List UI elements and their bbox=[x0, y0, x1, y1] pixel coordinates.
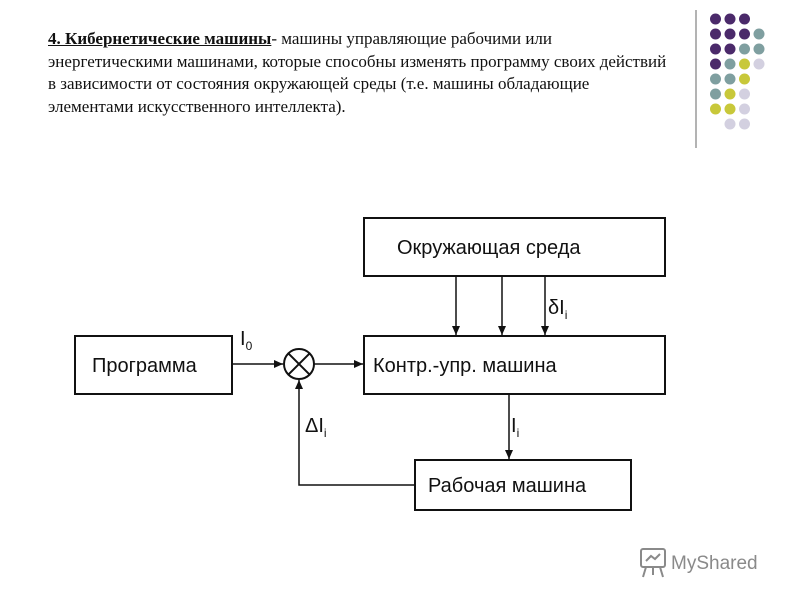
signal-di-label: δIi bbox=[548, 297, 567, 322]
slide-body: - машины управляющие рабочими или энерге… bbox=[48, 29, 667, 116]
decorative-dot bbox=[724, 103, 736, 115]
slide-heading: 4. Кибернетические машины bbox=[48, 29, 272, 48]
decorative-dot bbox=[739, 73, 750, 85]
watermark: MyShared bbox=[640, 548, 758, 578]
decorative-dot bbox=[724, 118, 736, 130]
decorative-dot bbox=[710, 103, 721, 115]
decorative-dot bbox=[724, 13, 736, 25]
decorative-dot bbox=[710, 28, 721, 40]
decorative-dot bbox=[753, 58, 765, 70]
decorative-dot bbox=[753, 28, 765, 40]
environment-box bbox=[363, 217, 666, 277]
signal-ii-label: Ii bbox=[511, 415, 519, 440]
decorative-dot bbox=[710, 73, 721, 85]
decorative-dot bbox=[739, 43, 750, 55]
decorative-dot bbox=[710, 43, 721, 55]
decorative-dot bbox=[739, 88, 750, 100]
slide-text: 4. Кибернетические машины- машины управл… bbox=[48, 28, 668, 118]
decorative-dot bbox=[724, 88, 736, 100]
worker-label: Рабочая машина bbox=[428, 475, 587, 497]
signal-i0-label: I0 bbox=[240, 328, 253, 353]
program-box bbox=[74, 335, 233, 395]
decorative-dot bbox=[753, 43, 765, 55]
decorative-dot bbox=[710, 88, 721, 100]
decorative-dot bbox=[710, 13, 721, 25]
decorative-dot bbox=[710, 58, 721, 70]
decorative-dot bbox=[739, 118, 750, 130]
controller-label: Контр.-упр. машина bbox=[373, 355, 558, 377]
controller-box bbox=[363, 335, 666, 395]
decorative-dot bbox=[739, 13, 750, 25]
decorative-dot bbox=[724, 43, 736, 55]
program-label: Программа bbox=[92, 355, 198, 377]
signal-delta-label: ΔIi bbox=[305, 415, 327, 440]
decorative-dot bbox=[724, 28, 736, 40]
decorative-dot-grid bbox=[695, 10, 765, 148]
decorative-dot bbox=[739, 58, 750, 70]
arrow-feedback-to-comparator bbox=[295, 380, 415, 486]
decorative-dot bbox=[739, 28, 750, 40]
decorative-dot bbox=[724, 58, 736, 70]
decorative-dot bbox=[739, 103, 750, 115]
decorative-dot bbox=[724, 73, 736, 85]
comparator-symbol bbox=[283, 348, 315, 380]
watermark-brand: MyShared bbox=[671, 553, 758, 574]
presentation-board-icon bbox=[640, 548, 666, 578]
environment-label: Окружающая среда bbox=[397, 237, 581, 259]
